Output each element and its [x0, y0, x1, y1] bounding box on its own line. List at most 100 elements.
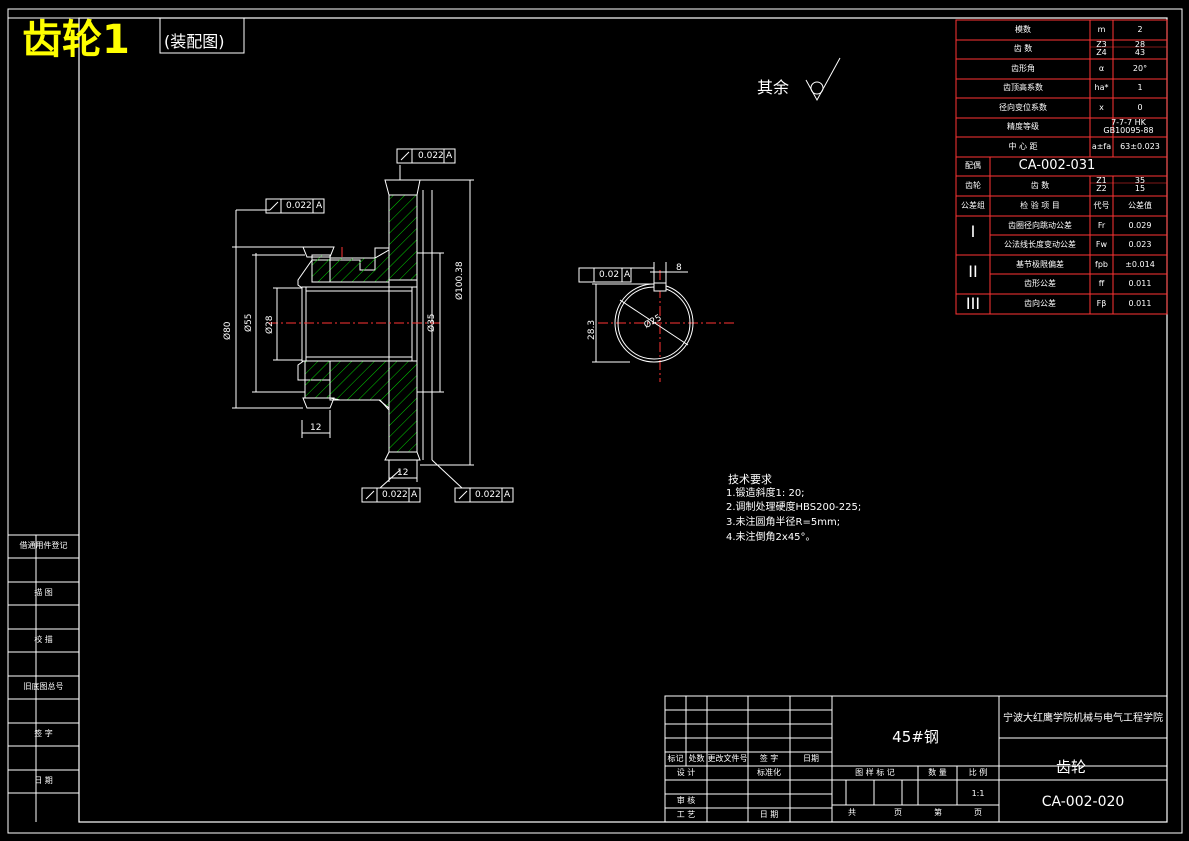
- drawing-type-label: (装配图): [164, 32, 225, 51]
- param-val-5: 0: [1137, 103, 1143, 112]
- side-label-1: 借通用件登记: [19, 541, 68, 550]
- tol-item-1: 齿圈径向跳动公差: [1008, 221, 1072, 230]
- tol-bottom-right-value: 0.022: [475, 490, 501, 500]
- side-strip: [8, 17, 79, 822]
- code-header: 代号: [1093, 201, 1110, 210]
- tol-code-2: Fw: [1095, 240, 1108, 249]
- tb-part-name: 齿轮: [1055, 758, 1086, 776]
- tb-hdr-date: 日期: [803, 754, 819, 763]
- param-sym-7: a±fa: [1091, 142, 1112, 151]
- dim-w12-bottom: 12: [397, 468, 409, 478]
- dim-d100: Ø100.38: [455, 261, 465, 300]
- item-header: 检 验 项 目: [1020, 201, 1060, 210]
- dim-d35: Ø35: [427, 313, 437, 332]
- hub-tol-datum: A: [624, 270, 631, 280]
- tb-hdr-docno: 更改文件号: [707, 754, 748, 763]
- tol-val-4: 0.011: [1128, 279, 1152, 288]
- param-name-4: 齿顶高系数: [1003, 83, 1043, 92]
- tol-item-2: 公法线长度变动公差: [1004, 240, 1076, 249]
- side-label-6: 日 期: [34, 776, 53, 785]
- param-sym-1: m: [1097, 25, 1106, 34]
- gear-dims: [232, 165, 474, 489]
- param-val-2: 28 43: [1134, 40, 1146, 57]
- tol-bottom-right-datum: A: [504, 490, 511, 500]
- inner-border: [78, 17, 1168, 823]
- tb-total: 共: [848, 808, 856, 817]
- tb-check: 审 核: [676, 796, 696, 805]
- side-label-5: 签 字: [34, 729, 53, 738]
- tol-left-value: 0.022: [286, 201, 312, 211]
- side-label-4: 旧底图总号: [23, 682, 64, 691]
- tb-design: 设 计: [676, 768, 696, 777]
- tol-item-3: 基节极限偏差: [1016, 260, 1064, 269]
- param-sym-3: α: [1098, 64, 1105, 73]
- tech-req-heading: 技术要求: [728, 473, 772, 486]
- tb-page: 页: [894, 808, 902, 817]
- tol-code-4: ff: [1098, 279, 1105, 288]
- tol-group-3: III: [965, 294, 981, 313]
- dim-d55: Ø55: [244, 313, 254, 332]
- pair-code: CA-002-031: [1018, 158, 1096, 173]
- gear-section: [297, 179, 433, 461]
- group-header: 公差组: [961, 201, 985, 210]
- param-name-2: 齿 数: [1013, 44, 1033, 53]
- tol-code-5: Fβ: [1096, 299, 1107, 308]
- side-label-2: 描 图: [34, 588, 53, 597]
- tol-item-4: 齿形公差: [1024, 279, 1056, 288]
- param-table-lines: [955, 19, 1168, 315]
- param-sym-2: Z3 Z4: [1096, 40, 1107, 57]
- hub-height: 28.3: [587, 319, 597, 340]
- tol-group-2: II: [968, 262, 978, 281]
- param-val-7: 63±0.023: [1120, 142, 1160, 151]
- tol-val-3: ±0.014: [1125, 260, 1155, 269]
- dim-d80: Ø80: [223, 321, 233, 340]
- param-name-5: 径向变位系数: [999, 103, 1047, 112]
- side-label-3: 校 描: [34, 635, 53, 644]
- param-val-1: 2: [1137, 25, 1143, 34]
- surface-note: 其余: [757, 78, 790, 97]
- tol-bottom-left-value: 0.022: [382, 490, 408, 500]
- dim-w12-left: 12: [310, 423, 322, 433]
- tol-top-datum: A: [446, 151, 453, 161]
- tb-hdr-sign: 签 字: [759, 754, 779, 763]
- tb-drawing-no: CA-002-020: [1041, 794, 1125, 810]
- param-name-3: 齿形角: [1011, 64, 1035, 73]
- tb-scale: 1:1: [971, 789, 985, 798]
- param-sym-5: x: [1099, 103, 1104, 112]
- tech-req-item-1: 1.锻造斜度1: 20;: [726, 488, 805, 499]
- gear-z-sym: Z1 Z2: [1096, 176, 1107, 193]
- tb-page2: 页: [974, 808, 982, 817]
- tb-school: 宁波大红鹰学院机械与电气工程学院: [1003, 713, 1163, 724]
- outer-border: [7, 8, 1183, 834]
- tb-date2: 日 期: [759, 810, 779, 819]
- title-block-lines: [664, 695, 1168, 823]
- tb-std: 标准化: [757, 768, 781, 777]
- tb-hdr-mark: 标记: [667, 754, 684, 763]
- tb-weight: 数 量: [928, 768, 947, 777]
- tol-group-1: I: [970, 222, 976, 241]
- tb-ratio: 比 例: [968, 768, 988, 777]
- tol-val-5: 0.011: [1128, 299, 1152, 308]
- drawing-type-box: [159, 17, 245, 54]
- tb-sheet: 第: [934, 808, 942, 817]
- tol-top-value: 0.022: [418, 151, 444, 161]
- gear-z-val: 35 15: [1134, 176, 1146, 193]
- hub-tol-value: 0.02: [599, 270, 620, 280]
- tb-stage-mark: 图 样 标 记: [855, 768, 895, 777]
- tech-req-item-4: 4.未注倒角2x45°。: [726, 532, 816, 543]
- drawing-title: 齿轮1: [22, 17, 130, 63]
- param-sym-4: ha*: [1094, 83, 1109, 92]
- tol-item-5: 齿向公差: [1024, 299, 1056, 308]
- param-name-1: 模数: [1015, 25, 1031, 34]
- pair-label: 配偶: [965, 161, 981, 170]
- tol-left-datum: A: [316, 201, 323, 211]
- gear-label: 齿轮: [965, 181, 981, 190]
- tol-code-1: Fr: [1097, 221, 1106, 230]
- gear-tooth-label: 齿 数: [1030, 181, 1050, 190]
- param-val-4: 1: [1137, 83, 1143, 92]
- tb-craft: 工 艺: [676, 810, 696, 819]
- param-val-3: 20°: [1132, 64, 1148, 73]
- tolerance-frames: [265, 148, 632, 503]
- tol-code-3: fpb: [1095, 260, 1108, 269]
